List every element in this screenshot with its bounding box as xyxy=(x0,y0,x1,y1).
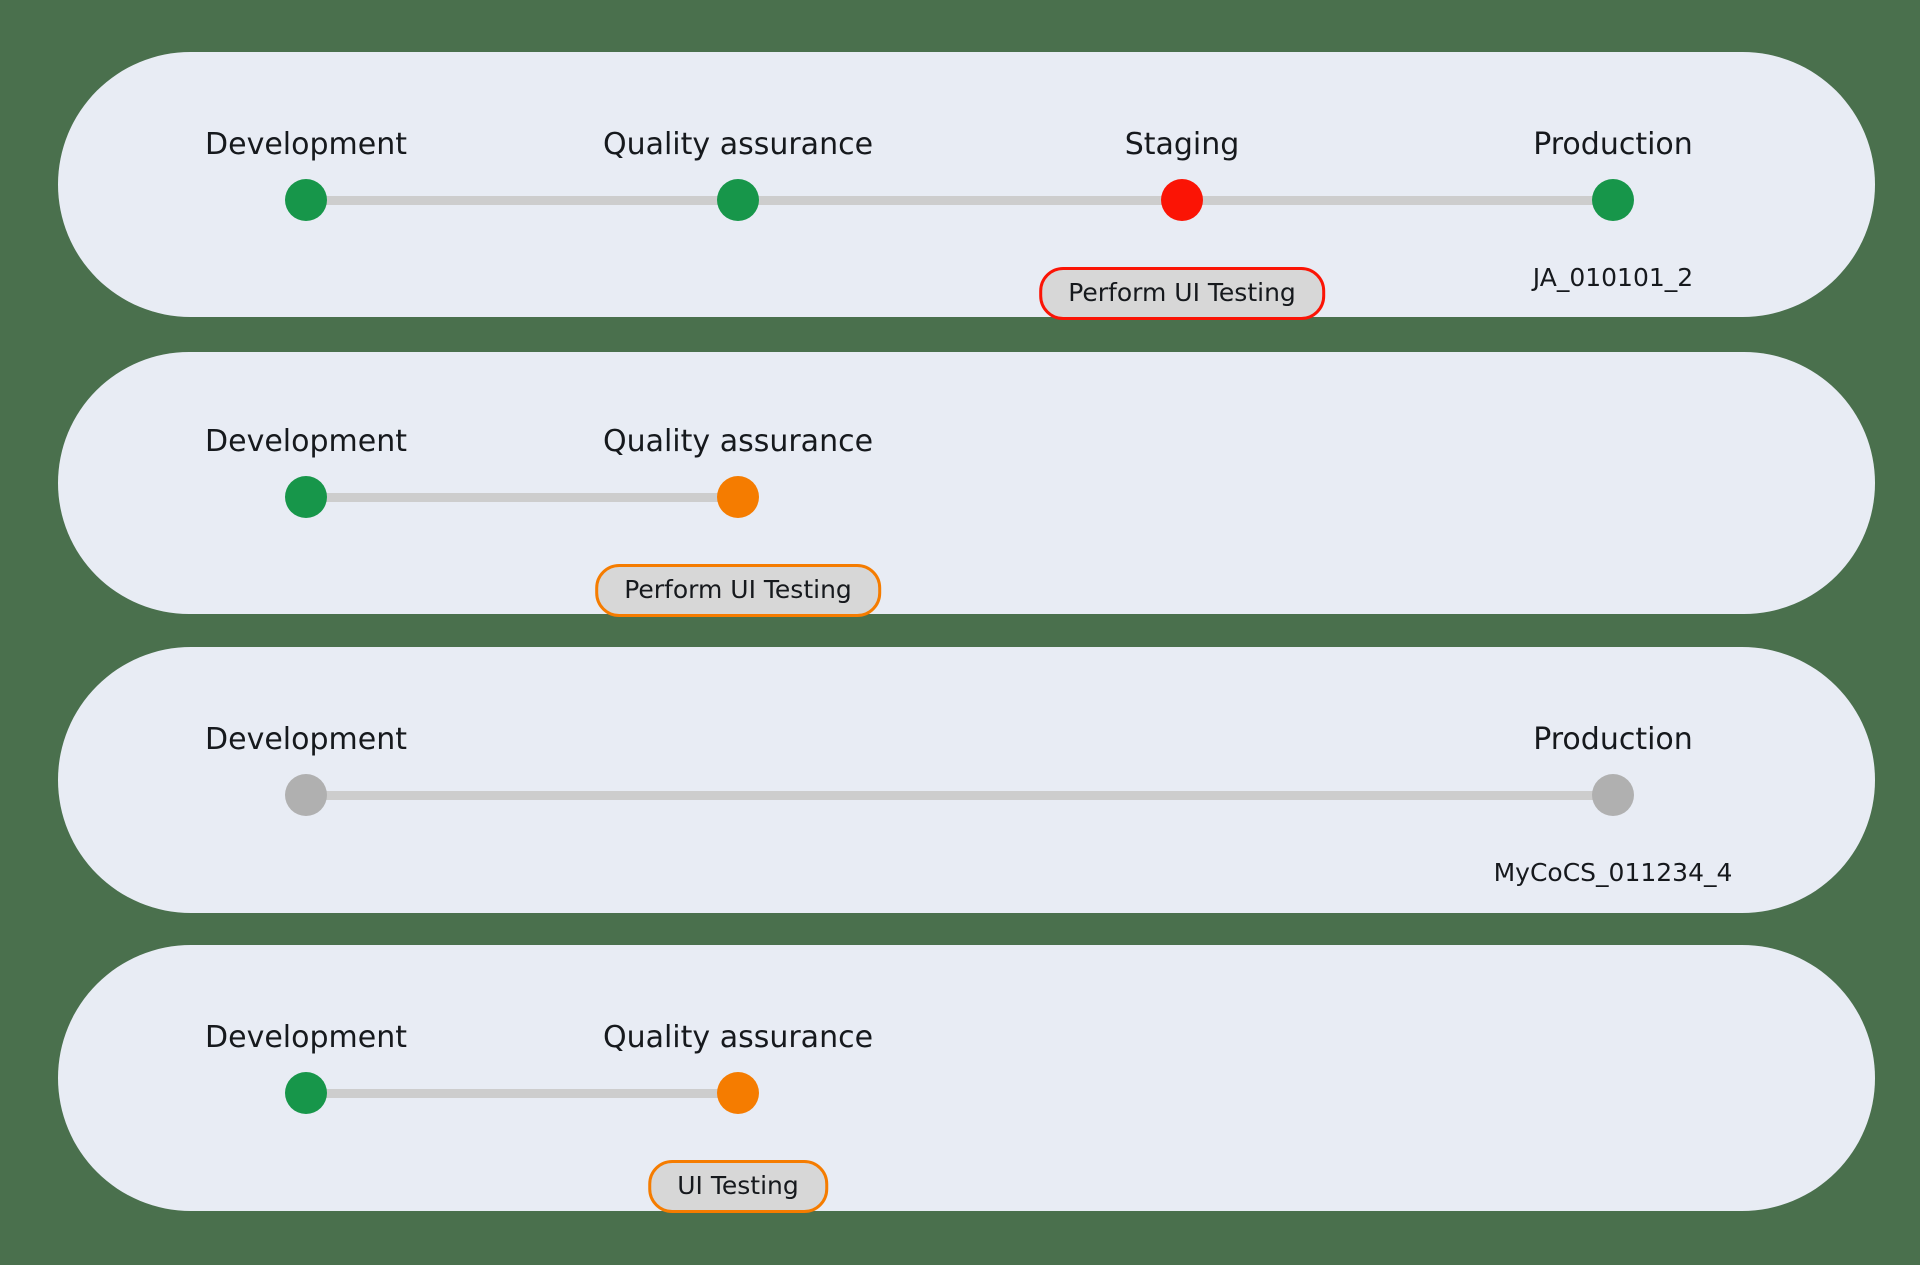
stage-label: Development xyxy=(205,127,407,162)
stage-action-badge[interactable]: Perform UI Testing xyxy=(1039,267,1325,320)
stage-label: Development xyxy=(205,424,407,459)
stage-action-badge[interactable]: Perform UI Testing xyxy=(595,564,881,617)
stage-node-green[interactable] xyxy=(285,1072,327,1114)
stage-node-grey[interactable] xyxy=(1592,774,1634,816)
stage-label: Staging xyxy=(1124,127,1240,162)
stage-node-orange[interactable] xyxy=(717,476,759,518)
pipeline-track xyxy=(306,1089,738,1098)
pipeline-card[interactable]: Development Quality assurance UI Testing xyxy=(58,945,1875,1213)
stage-node-green[interactable] xyxy=(717,179,759,221)
stage-action-badge[interactable]: UI Testing xyxy=(648,1160,828,1213)
pipeline-track xyxy=(306,493,738,502)
stage-node-orange[interactable] xyxy=(717,1072,759,1114)
pipeline-track xyxy=(306,196,1613,205)
stage-node-red[interactable] xyxy=(1161,179,1203,221)
stage-sub-label: JA_010101_2 xyxy=(1532,263,1694,292)
stage-node-grey[interactable] xyxy=(285,774,327,816)
stage-sub-label: MyCoCS_011234_4 xyxy=(1493,858,1733,887)
stage-node-green[interactable] xyxy=(285,476,327,518)
stage-label: Quality assurance xyxy=(602,1020,874,1055)
stage-label: Quality assurance xyxy=(602,127,874,162)
pipeline-track xyxy=(306,791,1613,800)
stage-node-green[interactable] xyxy=(1592,179,1634,221)
stage-label: Development xyxy=(205,722,407,757)
stage-node-green[interactable] xyxy=(285,179,327,221)
stage-label: Production xyxy=(1533,127,1693,162)
stage-label: Production xyxy=(1533,722,1693,757)
stage-label: Quality assurance xyxy=(602,424,874,459)
stage-label: Development xyxy=(205,1020,407,1055)
